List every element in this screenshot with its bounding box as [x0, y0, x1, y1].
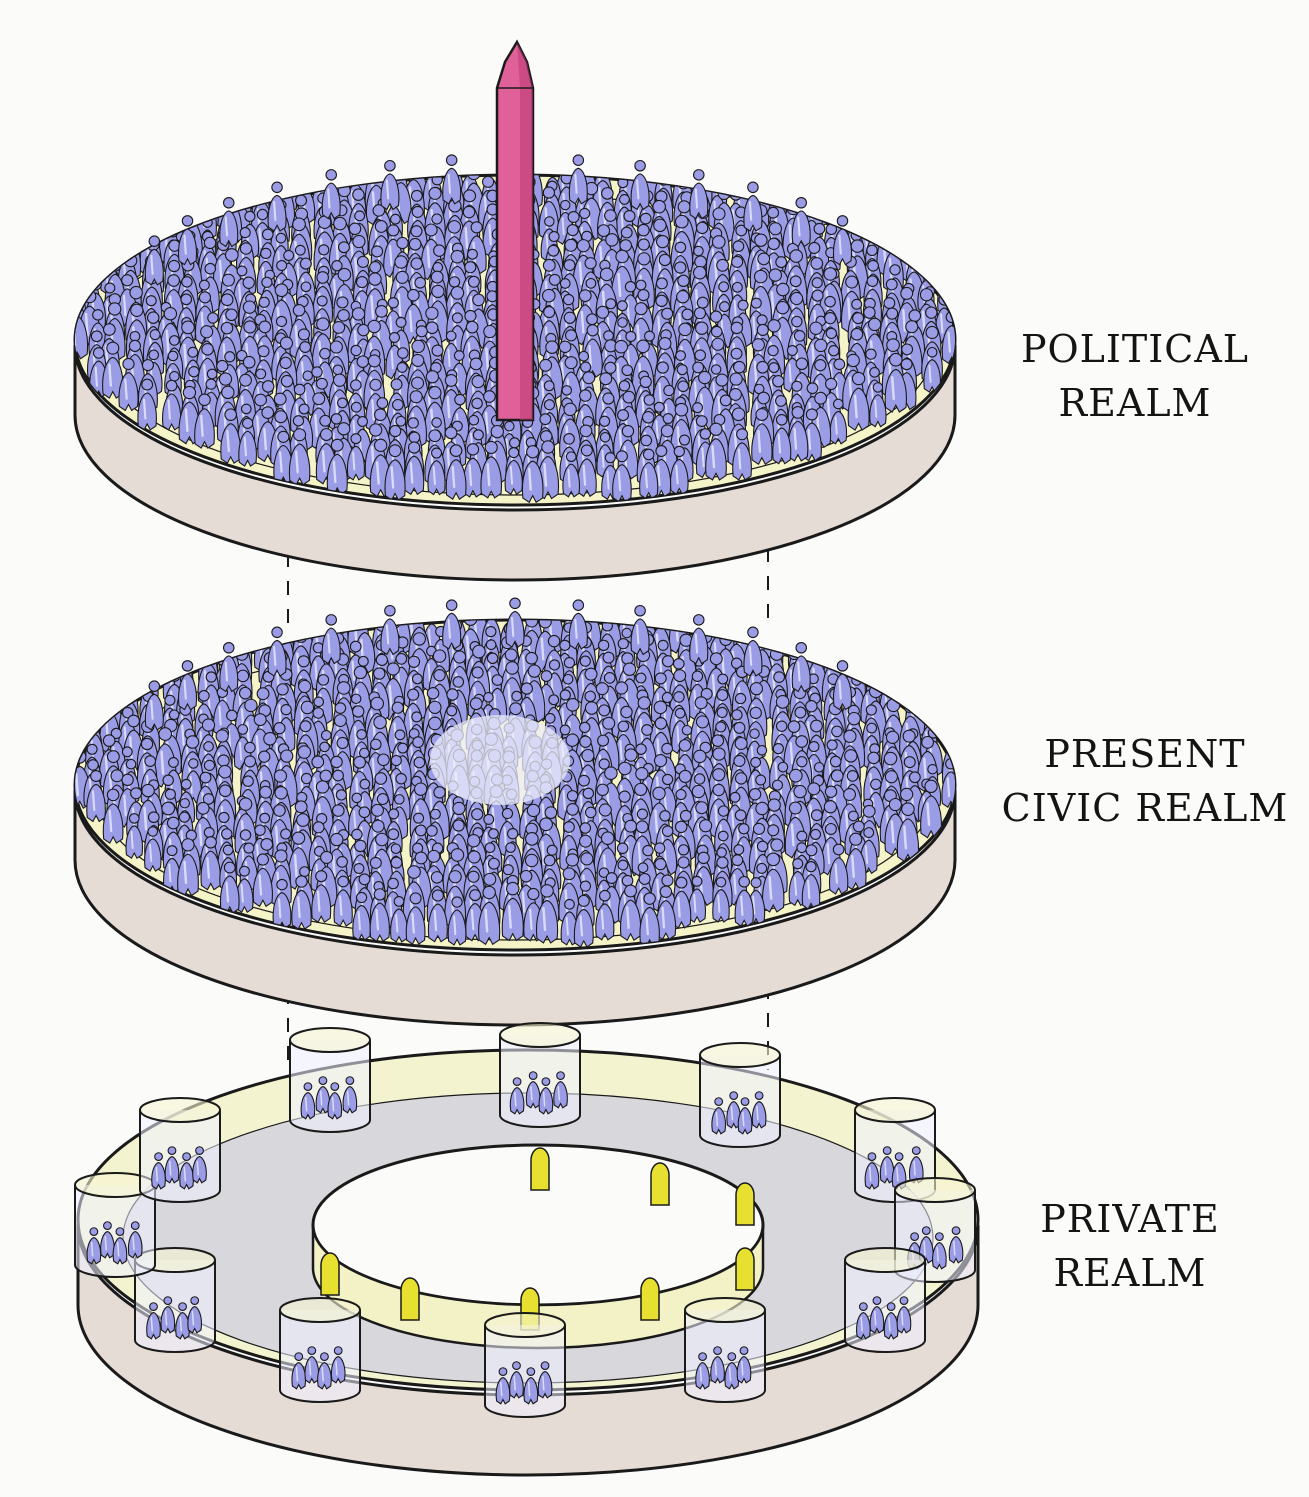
civic-realm-label-line-1: PRESENT — [1044, 732, 1246, 776]
person-figure — [576, 444, 597, 498]
person-figure — [847, 371, 870, 431]
person-figure — [612, 450, 632, 503]
person-figure — [267, 626, 287, 677]
political-realm-label-line-2: REALM — [1058, 381, 1212, 425]
person-figure — [346, 433, 366, 481]
person-figure — [568, 599, 588, 650]
person-figure — [743, 626, 763, 677]
person-figure — [832, 215, 853, 266]
person-figure — [669, 445, 689, 495]
person-figure — [920, 779, 943, 839]
person-figure — [267, 181, 287, 232]
person-figure — [562, 451, 581, 498]
political-realm-label: POLITICAL REALM — [1010, 330, 1260, 422]
person-figure — [630, 159, 650, 211]
person-figure — [220, 408, 242, 465]
person-figure — [829, 398, 848, 445]
civic-realm-disc — [73, 597, 957, 1027]
person-figure — [568, 154, 588, 205]
political-crowd — [75, 175, 955, 504]
door-icon — [400, 1277, 420, 1321]
person-figure — [177, 215, 198, 266]
political-crowd-front-row — [144, 152, 853, 286]
person-figure — [326, 438, 348, 496]
civic-realm-label-line-2: CIVIC REALM — [1001, 786, 1289, 830]
person-figure — [321, 169, 341, 220]
person-figure — [505, 597, 525, 648]
person-figure — [639, 448, 659, 500]
person-figure — [772, 413, 792, 465]
person-figure — [321, 614, 341, 665]
private-room-cylinder — [684, 1297, 766, 1403]
person-figure — [442, 154, 462, 205]
obelisk-icon — [495, 39, 535, 422]
private-realm-label: PRIVATE REALM — [1030, 1200, 1230, 1292]
person-figure — [212, 686, 232, 737]
person-figure — [102, 341, 124, 399]
person-figure — [521, 445, 544, 504]
civic-faded-center — [430, 715, 570, 805]
door-icon — [735, 1247, 755, 1291]
person-figure — [404, 441, 425, 496]
private-room-cylinder — [844, 1247, 926, 1353]
civic-disc-wall — [73, 789, 957, 1027]
person-figure — [219, 641, 239, 693]
private-realm-label-line-1: PRIVATE — [1040, 1197, 1220, 1241]
person-figure — [273, 430, 294, 485]
person-figure — [743, 181, 763, 232]
door-icon — [530, 1147, 550, 1191]
private-realm-label-line-2: REALM — [1053, 1251, 1207, 1295]
door-icon — [320, 1252, 340, 1296]
person-figure — [194, 393, 215, 449]
person-figure — [480, 440, 503, 499]
person-figure — [504, 447, 523, 496]
person-figure — [238, 417, 257, 467]
person-figure — [177, 660, 198, 711]
private-room-cylinder — [139, 1097, 221, 1203]
person-figure — [869, 382, 887, 428]
private-room-cylinder — [289, 1027, 371, 1133]
person-figure — [791, 641, 811, 693]
person-figure — [219, 196, 239, 248]
person-figure — [137, 378, 157, 431]
person-figure — [689, 614, 709, 665]
person-figure — [384, 444, 406, 501]
person-figure — [144, 235, 164, 286]
person-figure — [380, 159, 400, 211]
private-room-cylinder — [484, 1312, 566, 1418]
civic-realm-label: PRESENT CIVIC REALM — [995, 735, 1295, 827]
person-figure — [288, 428, 311, 486]
person-figure — [445, 444, 467, 500]
person-figure — [118, 357, 139, 412]
person-figure — [791, 196, 811, 248]
private-room-cylinder — [279, 1297, 361, 1403]
person-figure — [732, 428, 752, 481]
person-figure — [380, 604, 400, 656]
political-realm-label-line-1: POLITICAL — [1020, 327, 1250, 371]
political-disc-wall — [73, 344, 957, 582]
person-figure — [751, 407, 773, 466]
person-figure — [427, 447, 446, 496]
person-figure — [610, 249, 634, 310]
private-room-cylinder — [699, 1042, 781, 1148]
person-figure — [832, 660, 853, 711]
private-room-cylinder — [499, 1022, 581, 1128]
private-realm-ring — [74, 1022, 980, 1477]
person-figure — [630, 604, 650, 656]
person-figure — [689, 169, 709, 220]
person-figure — [442, 599, 462, 650]
person-figure — [884, 352, 907, 413]
door-icon — [640, 1277, 660, 1321]
door-icon — [650, 1162, 670, 1206]
door-icon — [735, 1182, 755, 1226]
person-figure — [86, 770, 106, 823]
person-figure — [705, 422, 727, 481]
